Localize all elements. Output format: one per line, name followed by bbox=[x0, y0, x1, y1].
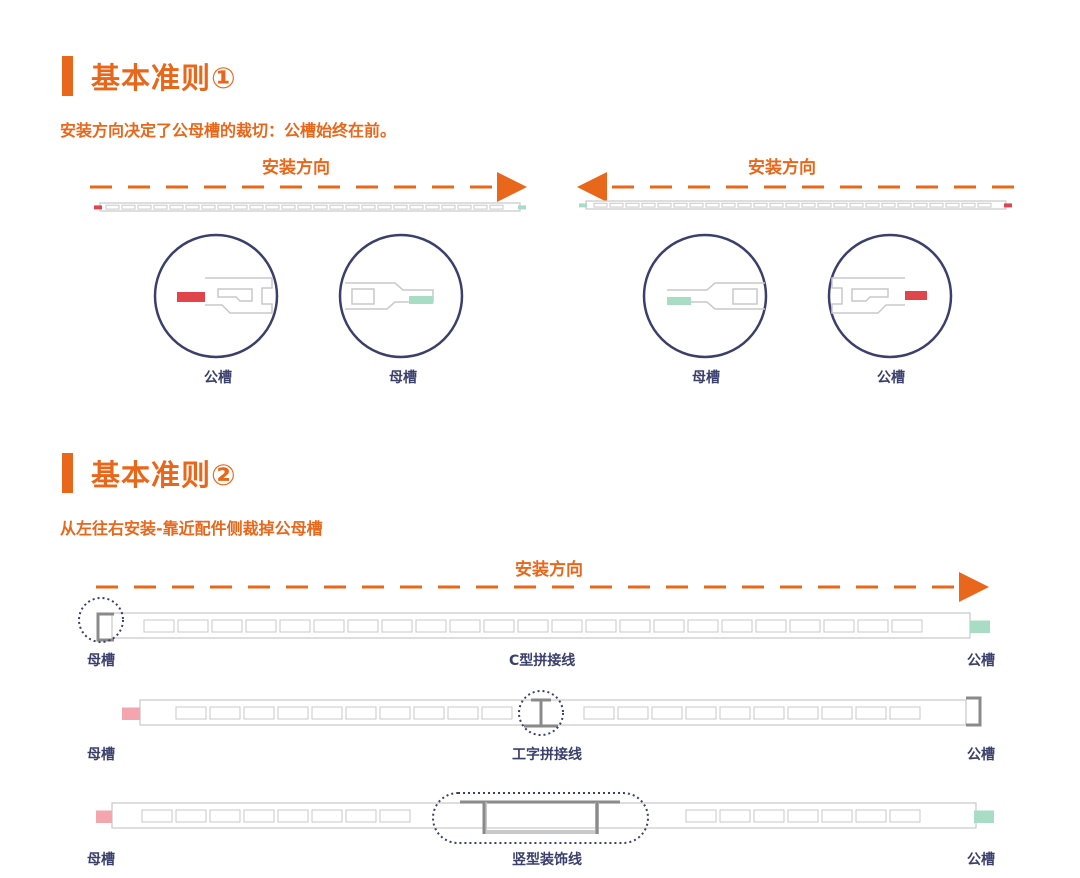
section1-subtitle: 安装方向决定了公母槽的裁切：公槽始终在前。 bbox=[60, 121, 397, 140]
section1-direction-right-label: 安装方向 bbox=[748, 158, 816, 178]
section2-subtitle: 从左往右安装-靠近配件侧裁掉公母槽 bbox=[60, 519, 323, 538]
circle-label-3: 母槽 bbox=[692, 370, 720, 386]
panel-row3-vertical-trim bbox=[96, 802, 994, 829]
section2-accent-bar bbox=[62, 453, 73, 493]
vertical-trim-detail bbox=[432, 792, 649, 844]
magnifier-male-groove-right bbox=[827, 233, 953, 359]
section1-title: 基本准则① bbox=[91, 61, 237, 95]
row2-center-label: 工字拼接线 bbox=[512, 747, 582, 763]
row2-right-label: 公槽 bbox=[967, 747, 995, 763]
row3-right-label: 公槽 bbox=[967, 852, 995, 868]
row2-left-label: 母槽 bbox=[87, 747, 115, 763]
panel-row1-c-joint bbox=[111, 612, 990, 639]
c-joint-detail bbox=[78, 597, 124, 643]
h-joint-detail bbox=[518, 690, 982, 736]
panel-section1-right bbox=[579, 200, 1012, 210]
section2-header: 基本准则② bbox=[62, 452, 237, 494]
row3-center-label: 竖型装饰线 bbox=[512, 852, 582, 868]
row3-left-label: 母槽 bbox=[87, 852, 115, 868]
circle-label-2: 母槽 bbox=[389, 370, 417, 386]
row1-right-label: 公槽 bbox=[967, 653, 995, 669]
panel-section1-left bbox=[94, 202, 526, 212]
magnifier-female-groove-left bbox=[338, 233, 464, 359]
magnifier-male-groove-left bbox=[153, 233, 279, 359]
section2-direction-label: 安装方向 bbox=[515, 560, 583, 580]
section2-title: 基本准则② bbox=[91, 458, 237, 492]
circle-label-1: 公槽 bbox=[204, 370, 232, 386]
row1-left-label: 母槽 bbox=[87, 653, 115, 669]
panel-row2-h-joint bbox=[122, 699, 967, 726]
section1-header: 基本准则① bbox=[62, 55, 237, 97]
row1-center-label: C型拼接线 bbox=[509, 653, 576, 669]
circle-label-4: 公槽 bbox=[877, 370, 905, 386]
section1-direction-left-label: 安装方向 bbox=[262, 158, 330, 178]
magnifier-female-groove-right bbox=[642, 233, 768, 359]
section1-accent-bar bbox=[62, 56, 73, 96]
